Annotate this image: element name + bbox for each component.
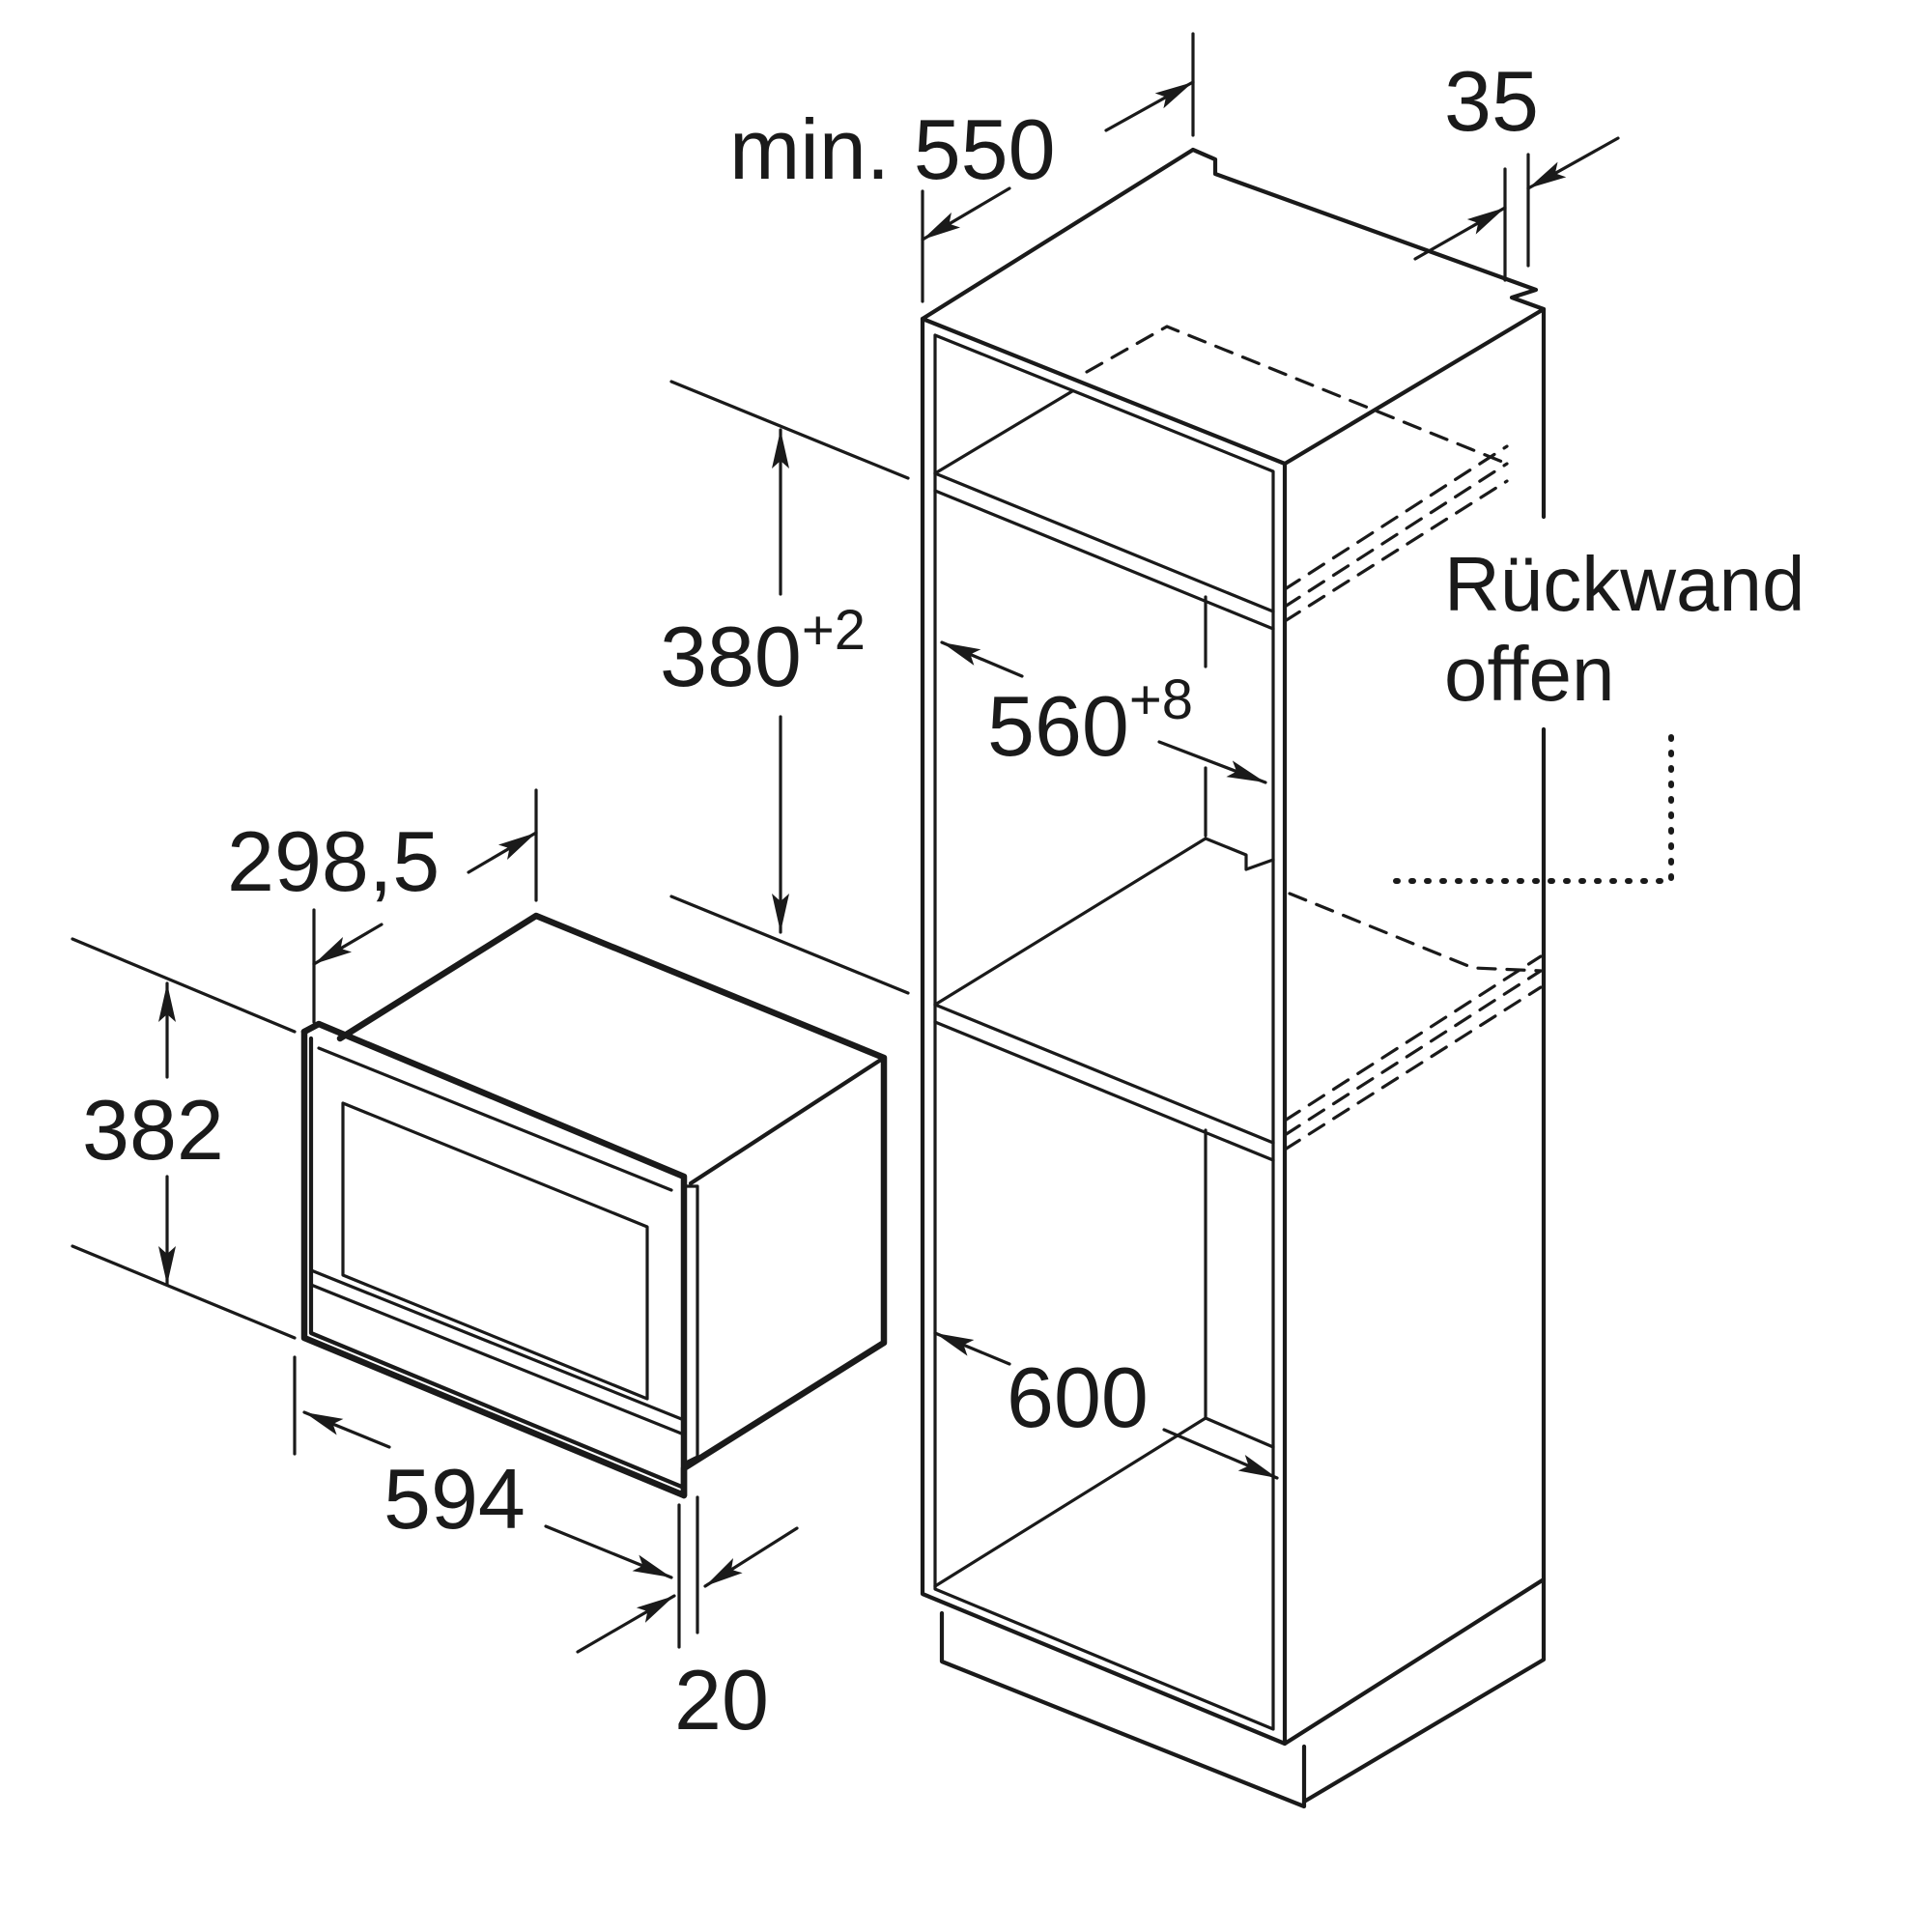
dim-35: 35 xyxy=(1413,53,1620,282)
dim-600: 600 xyxy=(933,1331,1279,1480)
dim-560: 560+8 xyxy=(940,640,1267,784)
dim-min-550: min. 550 xyxy=(729,32,1195,303)
dim-382: 382 xyxy=(71,937,297,1340)
dim-380: 380+2 xyxy=(660,380,910,995)
label-380: 380+2 xyxy=(660,599,866,704)
label-20: 20 xyxy=(674,1652,769,1747)
tall-cabinet xyxy=(920,147,1674,1809)
dim-298-5: 298,5 xyxy=(227,788,538,1024)
dim-594: 594 xyxy=(293,1355,673,1579)
label-594: 594 xyxy=(384,1451,526,1547)
note-back-wall-line2: offen xyxy=(1444,631,1614,717)
note-back-wall: Rückwand offen xyxy=(1444,541,1805,717)
label-560-tolerance: +8 xyxy=(1129,668,1193,731)
label-382: 382 xyxy=(82,1082,224,1178)
label-380-tolerance: +2 xyxy=(802,599,866,662)
label-560: 560+8 xyxy=(987,668,1193,774)
label-min-550: min. 550 xyxy=(729,101,1056,197)
label-600: 600 xyxy=(1007,1350,1149,1445)
dim-20: 20 xyxy=(576,1495,799,1747)
label-298-5: 298,5 xyxy=(227,813,440,909)
note-back-wall-line1: Rückwand xyxy=(1444,541,1805,627)
label-35: 35 xyxy=(1444,53,1539,149)
appliance xyxy=(300,912,888,1499)
